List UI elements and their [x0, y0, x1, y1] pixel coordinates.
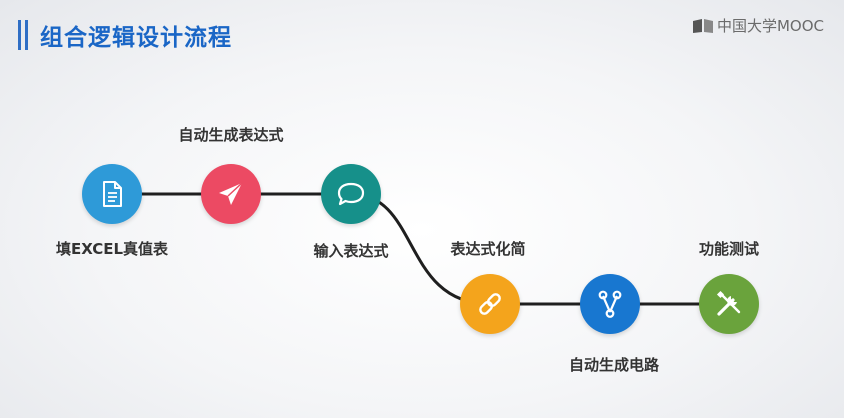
- title-bar: 组合逻辑设计流程: [18, 18, 232, 52]
- book-logo-icon: [692, 18, 713, 33]
- speech-bubble-icon: [337, 182, 365, 206]
- step-node-5[interactable]: [580, 274, 640, 334]
- step-node-6[interactable]: [699, 274, 759, 334]
- step-label-6: 功能测试: [698, 240, 760, 258]
- step-node-4[interactable]: [460, 274, 520, 334]
- step-label-5: 自动生成电路: [568, 356, 660, 374]
- step-label-2: 自动生成表达式: [178, 126, 284, 144]
- tools-icon: [716, 290, 741, 316]
- step-node-1[interactable]: [82, 164, 142, 224]
- branch-icon: [598, 290, 622, 318]
- link-icon: [479, 293, 501, 315]
- step-node-2[interactable]: [201, 164, 261, 224]
- step-label-1: 填EXCEL真值表: [55, 240, 169, 258]
- step-label-4: 表达式化简: [450, 240, 526, 258]
- step-node-3[interactable]: [321, 164, 381, 224]
- step-label-3: 输入表达式: [313, 242, 389, 260]
- logo-text: 中国大学MOOC: [716, 17, 824, 35]
- mooc-logo: 中国大学MOOC: [692, 15, 824, 36]
- document-icon: [103, 181, 122, 207]
- page-title: 组合逻辑设计流程: [40, 25, 232, 51]
- paper-plane-icon: [219, 182, 243, 205]
- title-decoration: [18, 20, 28, 50]
